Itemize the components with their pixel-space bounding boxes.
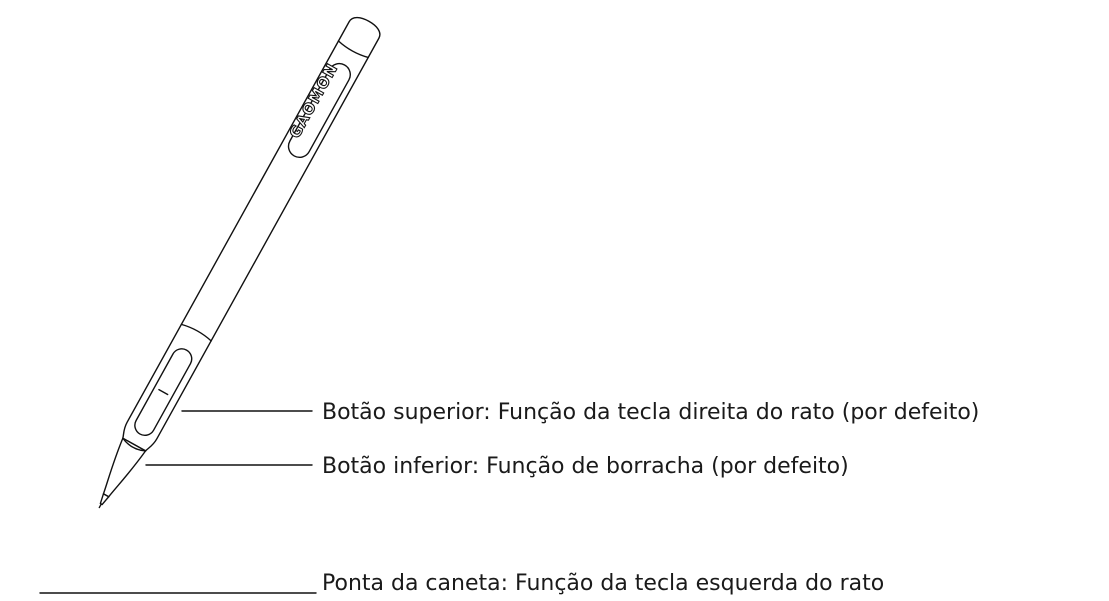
nib-point: [98, 503, 102, 509]
grip-separator: [180, 323, 212, 342]
pen-nib: [99, 493, 110, 506]
callout-pen-tip: Ponta da caneta: Função da tecla esquerd…: [322, 571, 884, 596]
callout-lower-button: Botão inferior: Função de borracha (por …: [322, 454, 849, 479]
stylus-pen: [98, 16, 381, 509]
side-button-divider: [158, 388, 169, 396]
pen-nose: [102, 437, 147, 498]
pen-cap-band: [337, 40, 369, 59]
brand-plate: [287, 62, 351, 159]
callout-upper-button: Botão superior: Função da tecla direita …: [322, 400, 979, 425]
nose-ring: [122, 437, 147, 452]
